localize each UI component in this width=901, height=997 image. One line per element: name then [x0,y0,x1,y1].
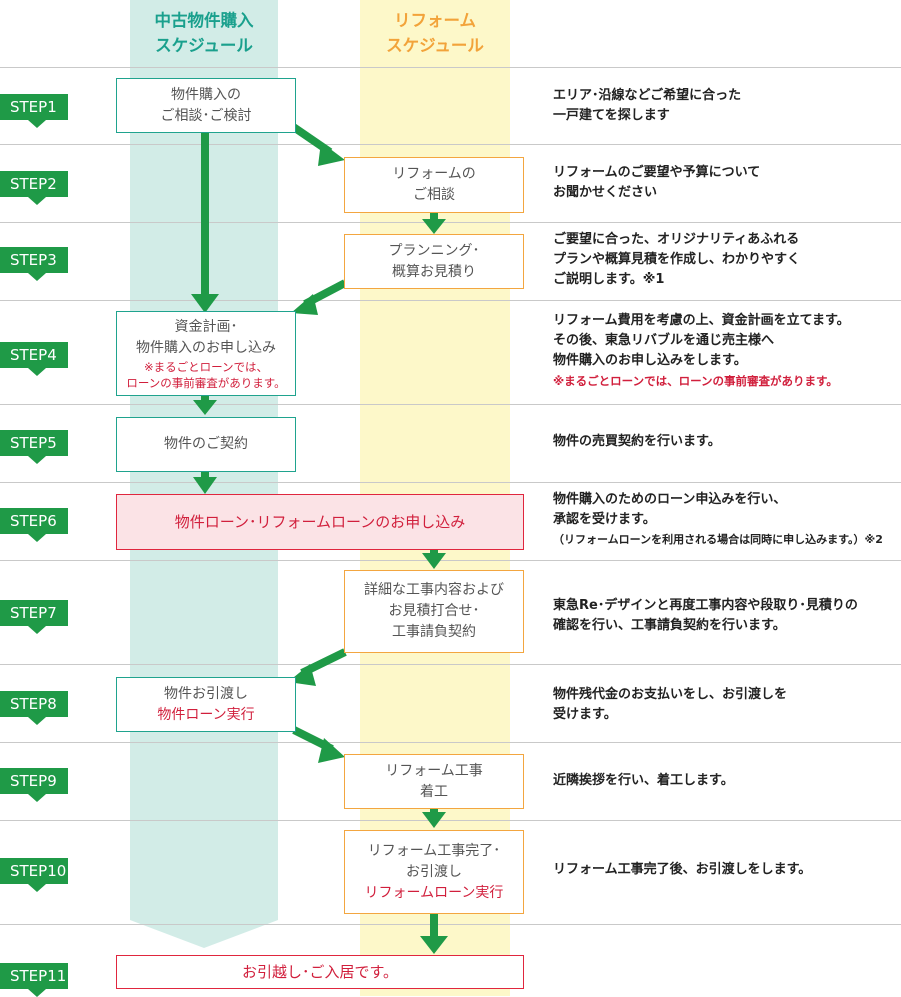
arrowhead [193,477,217,494]
step2-description: リフォームのご要望や予算について お聞かせください [553,165,761,200]
arrowhead [422,219,446,234]
step-badge-10: STEP10 [0,858,68,892]
step4-box-line1: 資金計画･ [174,318,238,335]
step-badge-6: STEP6 [0,508,68,542]
step11-box-line1: お引越し･ご入居です。 [241,962,398,981]
row-divider [0,924,901,925]
step-badge-8: STEP8 [0,691,68,725]
step8-description: 物件残代金のお支払いをし、お引渡しを 受けます。 [553,687,788,722]
step-badge-3: STEP3 [0,247,68,281]
step10-box: リフォーム工事完了･ お引渡し リフォームローン実行 [344,830,524,914]
step8-box-line1: 物件お引渡し [164,685,248,702]
step-badge-1: STEP1 [0,94,68,128]
step1-box-line2: ご相談･ご検討 [160,107,252,124]
step7-box-line1: 詳細な工事内容および [364,582,504,598]
step5-description: 物件の売買契約を行います。 [553,434,721,449]
row-divider [0,300,901,301]
arrowhead [291,294,318,315]
row-divider [0,742,901,743]
step6-box-line1: 物件ローン･リフォームローンのお申し込み [174,512,466,531]
row-divider [0,404,901,405]
row-divider [0,820,901,821]
step3-box-line1: プランニング･ [388,242,480,259]
row-divider [0,664,901,665]
step4-box: 資金計画･ 物件購入のお申し込み ※まるごとローンでは、 ローンの事前審査があり… [116,311,296,396]
row-divider [0,560,901,561]
row-divider [0,144,901,145]
arrowhead [318,738,345,763]
step2-box: リフォームの ご相談 [344,157,524,213]
step4-box-note2: ローンの事前審査があります。 [126,375,286,390]
step3-box: プランニング･ 概算お見積り [344,234,524,289]
step-badge-2: STEP2 [0,171,68,205]
step7-box-line2: お見積打合せ･ [388,603,480,619]
step7-description: 東急Re･デザインと再度工事内容や段取り･見積りの 確認を行い、工事請負契約を行… [553,598,858,633]
step2-box-line1: リフォームの [392,166,476,182]
step7-box: 詳細な工事内容および お見積打合せ･ 工事請負契約 [344,570,524,653]
step7-box-line3: 工事請負契約 [392,624,476,640]
step-badge-7: STEP7 [0,600,68,634]
step-badge-11: STEP11 [0,963,68,997]
step-badge-9: STEP9 [0,768,68,802]
step8-box: 物件お引渡し 物件ローン実行 [116,677,296,732]
step8-box-line2: 物件ローン実行 [157,706,255,723]
row-divider [0,222,901,223]
row-divider [0,67,901,68]
arrowhead [420,936,448,954]
step2-box-line2: ご相談 [413,187,455,203]
step1-box-line1: 物件購入の [171,86,241,103]
step10-box-line1: リフォーム工事完了･ [367,842,501,859]
reform-schedule-heading: リフォーム スケジュール [386,11,484,55]
step5-box-line1: 物件のご契約 [164,436,248,452]
used-property-schedule-heading: 中古物件購入 スケジュール [154,11,254,55]
step1-description: エリア･沿線などご希望に合った 一戸建てを探します [553,88,742,123]
step3-description: ご要望に合った、オリジナリティあふれる プランや概算見積を作成し、わかりやすく … [553,232,801,287]
step4-description: リフォーム費用を考慮の上、資金計画を立てます。 その後、東急リバブルを通じ売主様… [553,313,850,388]
arrowhead [191,294,219,313]
arrowhead [318,142,345,166]
step-badge-5: STEP5 [0,430,68,464]
step9-box: リフォーム工事 着工 [344,754,524,809]
step-badge-4: STEP4 [0,342,68,376]
step3-box-line2: 概算お見積り [392,263,476,280]
step10-box-line2: お引渡し [406,863,462,880]
step10-box-line3: リフォームローン実行 [364,884,504,901]
row-divider [0,482,901,483]
step10-description: リフォーム工事完了後、お引渡しをします。 [553,862,812,877]
step4-box-line2: 物件購入のお申し込み [136,339,276,356]
step9-box-line2: 着工 [420,783,448,800]
step5-box: 物件のご契約 [116,417,296,472]
step9-box-line1: リフォーム工事 [385,762,483,779]
step4-box-note1: ※まるごとローンでは、 [143,359,269,374]
step1-box: 物件購入の ご相談･ご検討 [116,78,296,133]
arrowhead [422,812,446,828]
arrowhead [193,400,217,415]
step9-description: 近隣挨拶を行い、着工します。 [553,773,734,788]
step6-description: 物件購入のためのローン申込みを行い、 承認を受けます。 （リフォームローンを利用… [553,492,883,546]
step11-box: お引越し･ご入居です。 [116,955,524,989]
arrowhead [422,553,446,569]
step6-box: 物件ローン･リフォームローンのお申し込み [116,494,524,550]
